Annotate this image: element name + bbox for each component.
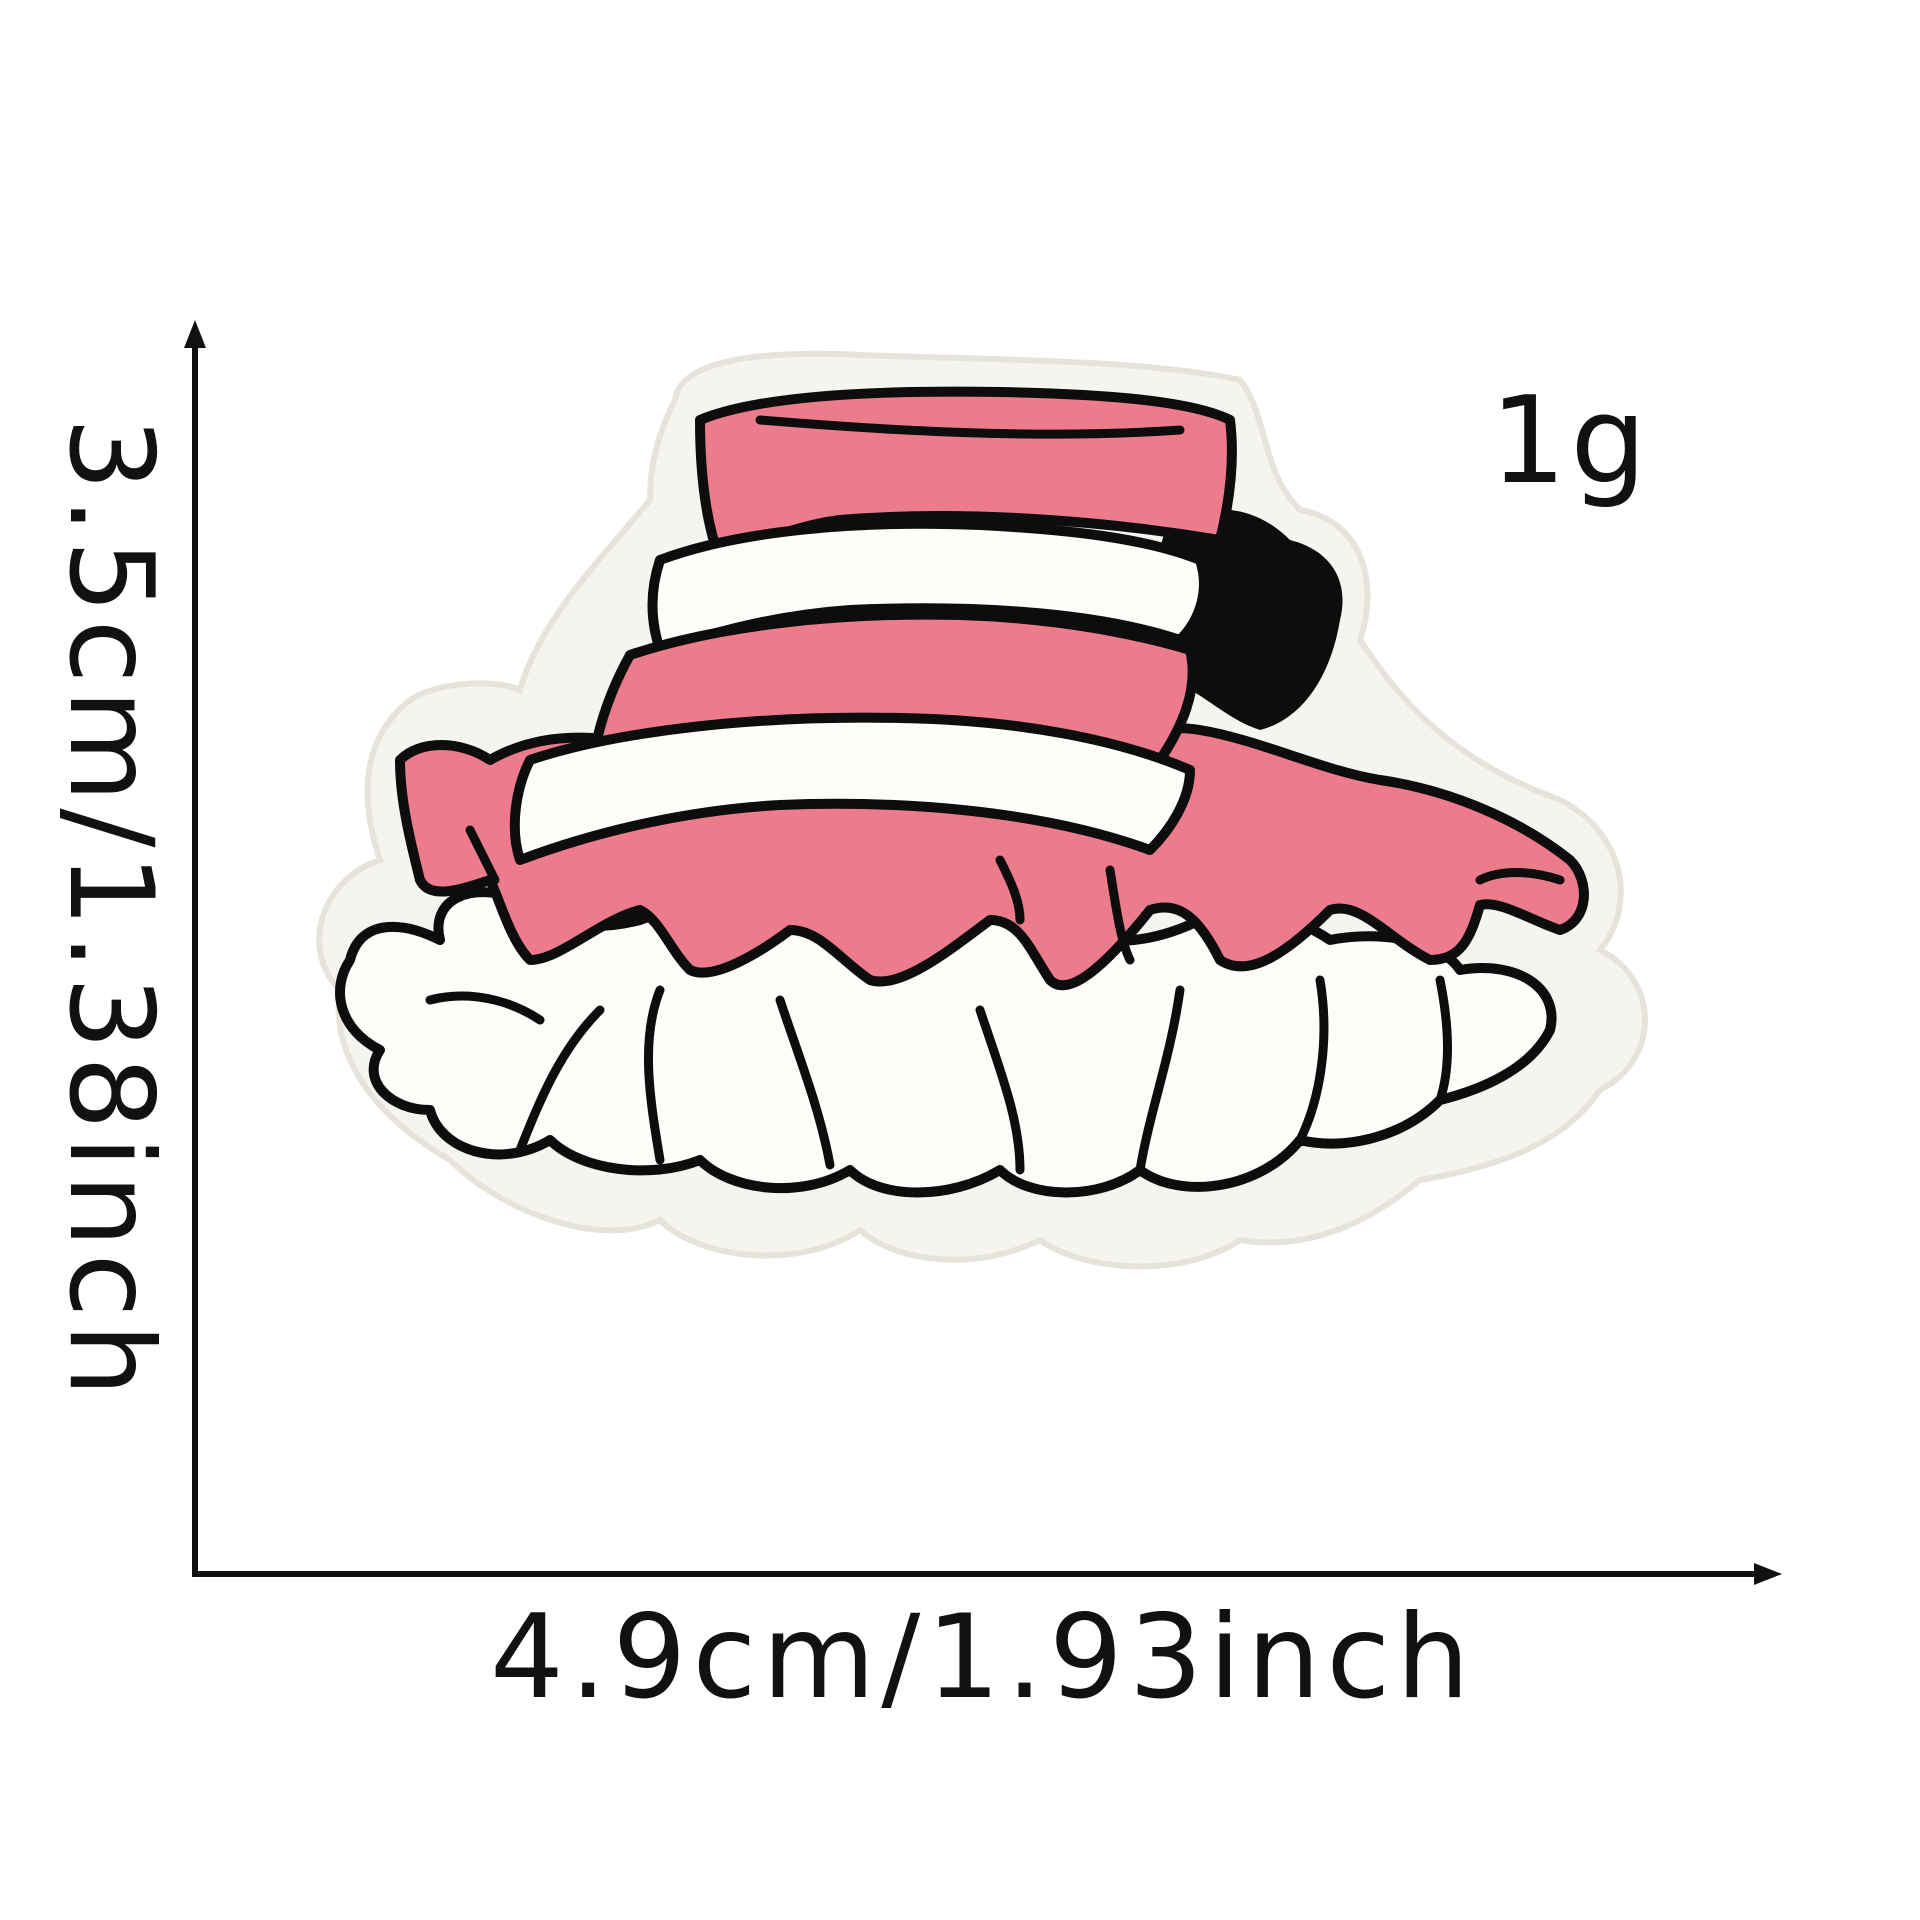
- ruffle-folds: [425, 975, 1452, 1175]
- dimension-lines: [184, 320, 1782, 1585]
- patch-image: [316, 350, 1648, 1270]
- height-dimension-label: 3.5cm/1.38inch: [43, 417, 178, 1403]
- skirt-folds: [465, 825, 1565, 965]
- top-band-rim: [755, 415, 1185, 439]
- weight-label: 1g: [1490, 372, 1651, 511]
- height-arrow-icon: [184, 320, 206, 348]
- patch-stripe-lower: [509, 712, 1195, 865]
- width-dimension-label: 4.9cm/1.93inch: [490, 1590, 1476, 1725]
- width-arrow-icon: [1754, 1563, 1782, 1585]
